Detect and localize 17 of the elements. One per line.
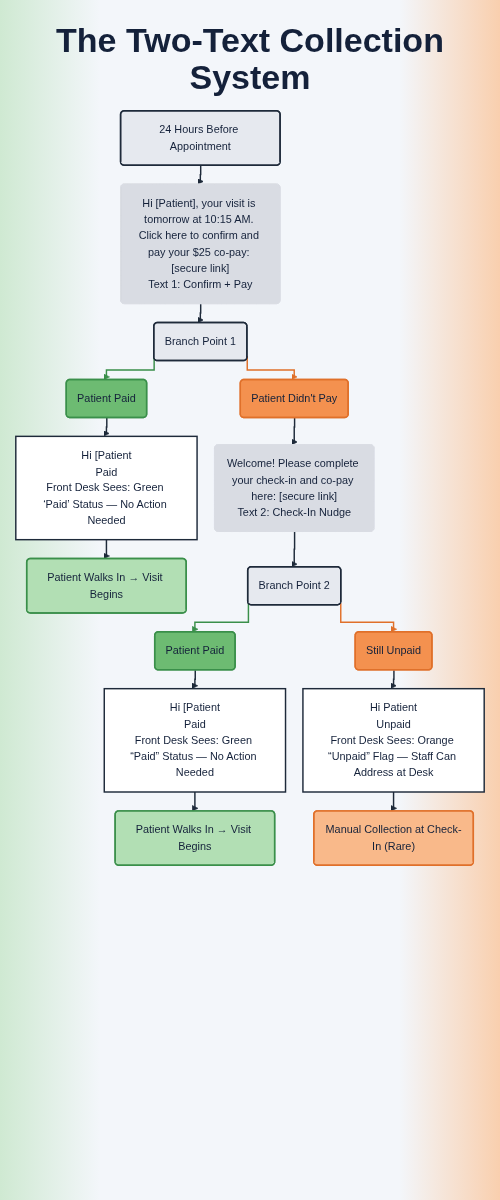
node-box xyxy=(15,435,198,541)
arrow xyxy=(390,791,397,812)
arrow xyxy=(197,164,204,185)
arrow xyxy=(291,530,298,568)
arrow xyxy=(390,669,397,689)
node-box xyxy=(103,687,287,793)
node-box xyxy=(302,687,485,793)
arrow xyxy=(191,791,199,812)
title: The Two-Text Collection System xyxy=(55,22,445,97)
arrow xyxy=(340,602,397,633)
arrow xyxy=(191,602,250,633)
flowchart: 24 Hours Before Appointment Hi [Patient], your visit is tomorrow at 10:15 AM. Click here to confirm and pay your $25 co-pay: [secure link] Text 1: Confirm + Pay Branch Point 1 Patient Paid Hi [Patient Paid Front Desk Sees: Green ‘Paid’ Status — No Action Needed Patient Walks In → Visit Begins Patient Didn't Pay Welcome! Please complete your check-in and co-pay here: [secure link] Text 2: Check-In Nudge Branch Point 2 Patient Paid Hi [Patient Paid Front Desk Sees: Green “Paid” Status — No Action Needed Patient Walks In → Visit Begins Still Unpaid Hi Patient Unpaid Front Desk Sees: Orange “Unpaid” Flag — Staff Can Address at Desk Manual Collection at Check-In (Rare) xyxy=(10,104,490,871)
arrow xyxy=(197,303,204,323)
arrow xyxy=(103,416,110,437)
arrow xyxy=(291,416,298,445)
arrow xyxy=(191,669,199,689)
arrow xyxy=(103,538,110,559)
